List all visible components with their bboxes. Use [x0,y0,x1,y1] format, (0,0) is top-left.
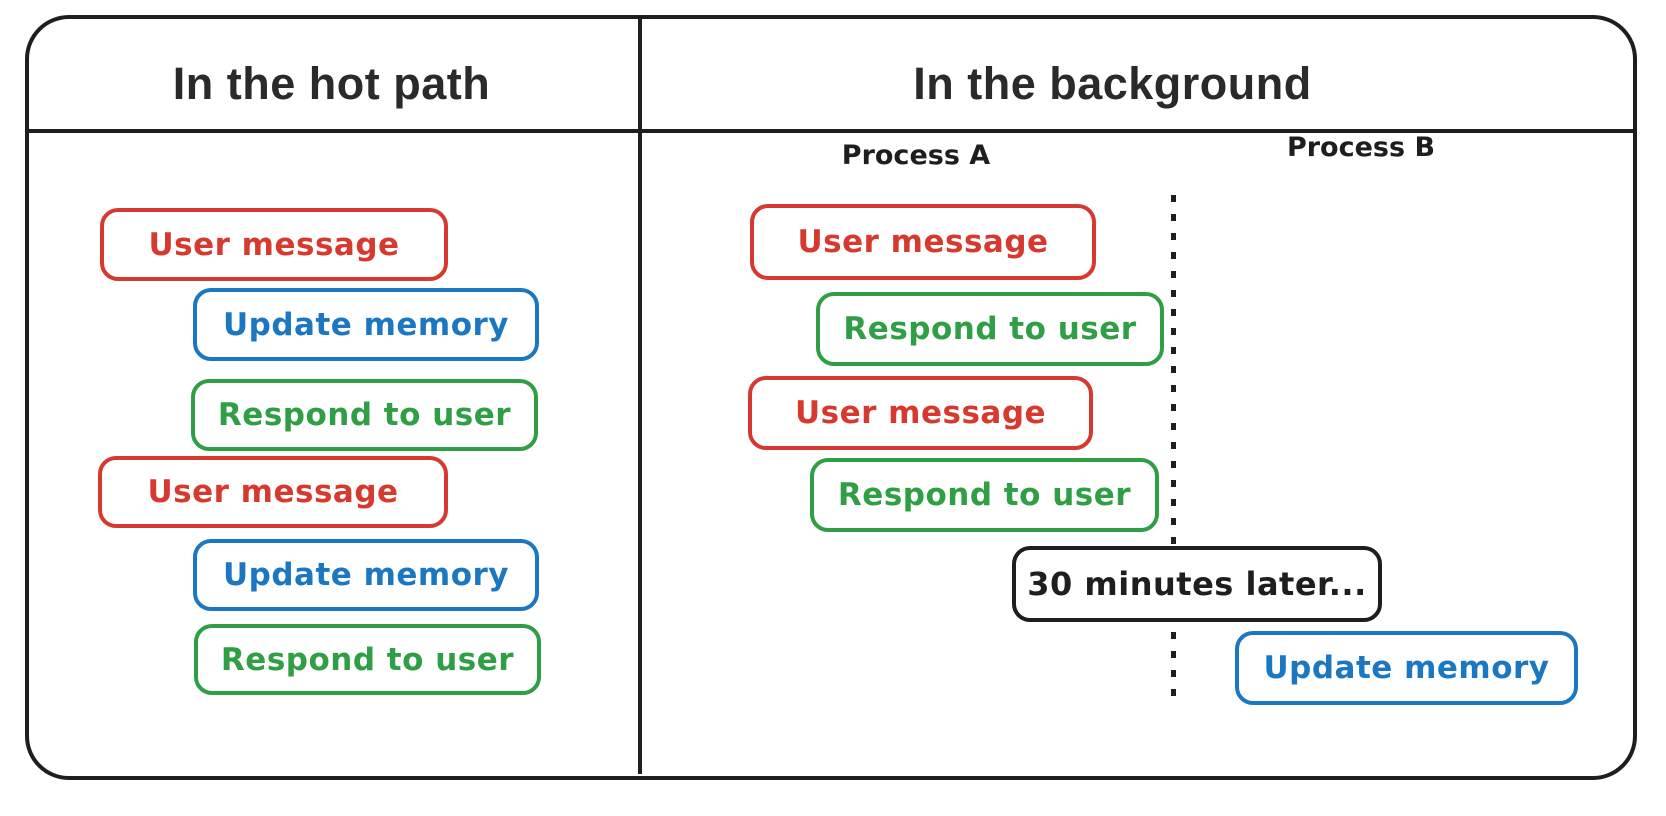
process-boundary-dotted-line [1171,195,1176,700]
box-respond-to-user: Respond to user [191,379,538,451]
box-respond-to-user: Respond to user [810,458,1159,532]
process-a-label: Process A [841,140,991,171]
box-user-message: User message [98,456,448,528]
process-b-label: Process B [1286,132,1436,163]
box-update-memory: Update memory [1235,631,1578,705]
panel-divider-line [638,17,642,774]
left-panel-title: In the hot path [172,58,491,109]
box-user-message: User message [100,208,448,281]
box-update-memory: Update memory [193,539,539,611]
header-separator-line [27,129,1635,133]
box-respond-to-user: Respond to user [816,292,1164,366]
outer-frame [25,15,1637,780]
right-panel-title: In the background [913,58,1312,109]
box-update-memory: Update memory [193,288,539,361]
box-user-message: User message [750,204,1096,280]
box-respond-to-user: Respond to user [194,624,541,695]
box-30-minutes-later: 30 minutes later... [1012,546,1382,622]
box-user-message: User message [748,376,1093,450]
